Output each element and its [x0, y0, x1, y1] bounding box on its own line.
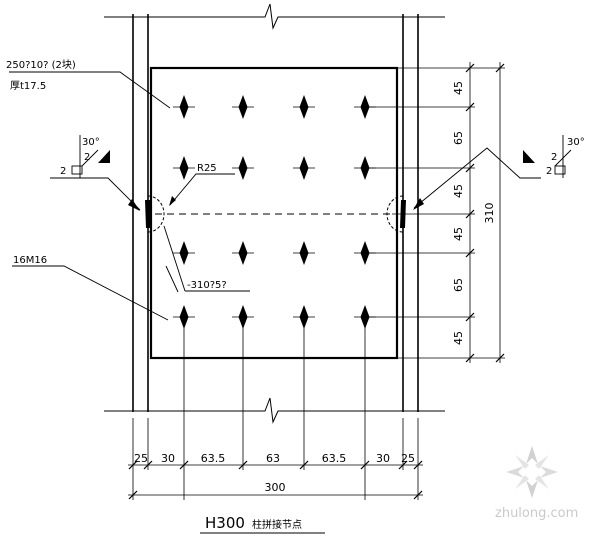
- bolt-7: [293, 156, 315, 180]
- hdim-4: 63: [266, 452, 280, 465]
- bolts-label: 16M16: [13, 255, 47, 266]
- column-flanges: [132, 14, 419, 412]
- vdim-6: 45: [452, 331, 465, 345]
- hdim-total: 300: [265, 481, 286, 494]
- bolt-3: [293, 95, 315, 119]
- vdim-5: 65: [452, 278, 465, 292]
- weld-symbol-right: 30° 2 2: [523, 135, 585, 178]
- weld-symbol-left: 30° 2 2: [60, 135, 110, 178]
- weld-left-angle: 30°: [82, 137, 100, 148]
- weld-right-angle: 30°: [567, 137, 585, 148]
- vdim-2: 65: [452, 131, 465, 145]
- callout-leaders: [9, 71, 541, 321]
- weld-left-size-b: 2: [60, 166, 66, 177]
- bolt-11: [293, 241, 315, 265]
- drawing-title: H300 柱拼接节点: [200, 514, 325, 534]
- bolt-6: [232, 156, 254, 180]
- break-lines: [104, 3, 445, 424]
- bolt-9: [173, 241, 195, 265]
- bolt-13: [173, 305, 195, 329]
- vertical-dimensions: 45 65 45 45 65 45 310: [452, 62, 505, 363]
- plate-spec-label: 250?10? (2块): [6, 59, 76, 71]
- bolt-centerlines: [132, 67, 505, 500]
- weld-right-size-a: 2: [551, 152, 557, 163]
- bolt-group: [173, 95, 376, 329]
- hdim-2: 30: [161, 452, 175, 465]
- title-main: H300: [205, 514, 245, 532]
- hdim-6: 30: [376, 452, 390, 465]
- radius-label: R25: [197, 163, 217, 174]
- leader-arrows: [128, 196, 424, 211]
- horizontal-dimensions: 25 30 63.5 63 63.5 30 25 300: [128, 452, 423, 500]
- web-splice-plate: [149, 66, 399, 360]
- weld-right-size-b: 2: [546, 166, 552, 177]
- vdim-1: 45: [452, 81, 465, 95]
- weld-left-size-a: 2: [84, 152, 90, 163]
- title-sub: 柱拼接节点: [252, 518, 302, 531]
- bolt-5: [173, 156, 195, 180]
- watermark-logo: zhulong.com: [495, 446, 578, 521]
- weld-access-holes: [147, 195, 404, 233]
- bolt-15: [293, 305, 315, 329]
- hdim-5: 63.5: [322, 452, 347, 465]
- vdim-4: 45: [452, 227, 465, 241]
- vdim-3: 45: [452, 184, 465, 198]
- hdim-3: 63.5: [201, 452, 226, 465]
- plate-thickness-label: 厚t17.5: [10, 80, 46, 92]
- bolt-10: [232, 241, 254, 265]
- weld-plate-label: -310?5?: [187, 280, 227, 291]
- vdim-total: 310: [483, 203, 496, 224]
- bolt-14: [232, 305, 254, 329]
- watermark-text: zhulong.com: [495, 506, 578, 521]
- hdim-7: 25: [401, 452, 415, 465]
- bolt-2: [232, 95, 254, 119]
- bolt-1: [173, 95, 195, 119]
- hdim-1: 25: [134, 452, 148, 465]
